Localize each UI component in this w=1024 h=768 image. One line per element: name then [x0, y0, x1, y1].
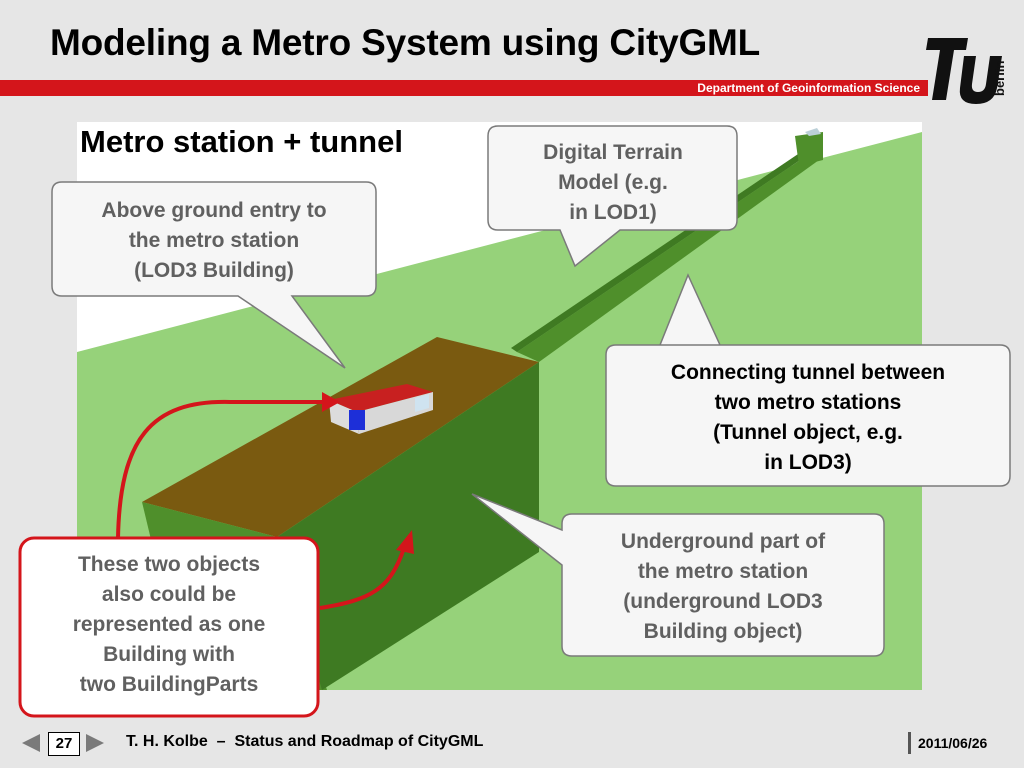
callout-underground-text: Underground part of the metro station (u… — [620, 530, 826, 643]
callout-above-ground-text: Above ground entry to the metro station … — [101, 199, 327, 282]
footer-separator — [908, 732, 911, 754]
callout-terrain-text: Digital Terrain Model (e.g. in LOD1) — [543, 141, 683, 224]
entry-building — [329, 384, 433, 434]
callout-terrain-shape — [487, 125, 738, 268]
far-station — [795, 132, 823, 166]
callout-above-ground-shape — [51, 181, 377, 369]
page-number: 27 — [48, 732, 80, 756]
callout-combined-text: These two objects also could be represen… — [72, 553, 266, 696]
logo-text: berlin — [992, 61, 1007, 96]
department-label: Department of Geoinformation Science — [697, 81, 920, 95]
station-top — [142, 337, 539, 537]
scene-heading: Metro station + tunnel — [80, 124, 403, 159]
triangle-left-icon[interactable] — [22, 734, 40, 752]
callout-tunnel-shape — [605, 273, 1011, 487]
slide-title: Modeling a Metro System using CityGML — [50, 22, 761, 63]
callout-combined-shape — [18, 536, 320, 718]
tunnel-body — [517, 152, 819, 362]
red-arrow-upper — [116, 399, 322, 539]
tu-berlin-logo: berlin — [926, 38, 1007, 104]
footer-author-title: T. H. Kolbe – Status and Roadmap of City… — [126, 733, 484, 750]
callout-tunnel-text: Connecting tunnel between two metro stat… — [670, 361, 946, 474]
triangle-right-icon[interactable] — [86, 734, 104, 752]
callout-underground-shape — [471, 493, 885, 657]
header-red-bar — [0, 80, 928, 96]
footer-date: 2011/06/26 — [918, 735, 988, 751]
station-side-right — [277, 362, 539, 690]
red-arrow-lower — [319, 547, 406, 610]
